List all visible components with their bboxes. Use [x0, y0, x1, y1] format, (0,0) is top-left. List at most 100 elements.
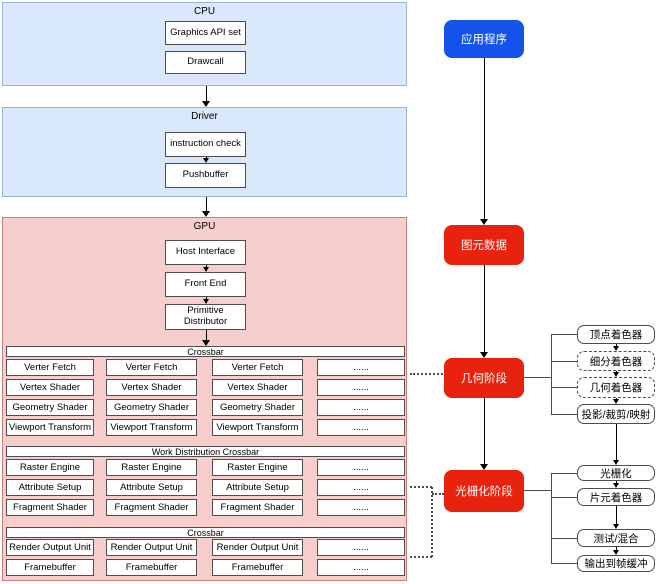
- ellipsis-cell: ......: [317, 559, 405, 576]
- sm-cell: Geometry Shader: [106, 399, 197, 416]
- arrow-primitive-geometry-head: [480, 352, 488, 358]
- output-framebuffer-step: 输出到帧缓冲: [577, 555, 655, 572]
- raster-tree-branch: [551, 538, 577, 539]
- ellipsis-cell: ......: [317, 379, 405, 396]
- dotted-link-raster-vert: [431, 487, 433, 557]
- host-interface-box: Host Interface: [165, 240, 246, 265]
- arrow-step-head: [612, 550, 619, 555]
- app-node: 应用程序: [444, 20, 524, 58]
- geometry-tree-branch: [551, 334, 577, 335]
- dotted-link-raster-top: [410, 486, 432, 488]
- ellipsis-cell: ......: [317, 499, 405, 516]
- front-end-box: Front End: [165, 272, 246, 297]
- arrow-geometry-raster-head: [480, 464, 488, 470]
- arrow-step-line: [616, 371, 617, 372]
- arrow-step-head: [612, 524, 619, 529]
- ellipsis-cell: ......: [317, 459, 405, 476]
- arrow-driver-gpu-head: [202, 211, 210, 217]
- sm-cell: Viewport Transform: [106, 419, 197, 436]
- dotted-link-raster-mid: [432, 493, 444, 495]
- arrow-step-line: [616, 547, 617, 550]
- graphics-api-set-box: Graphics API set: [165, 21, 246, 45]
- arrow-front-primitive-head: [202, 299, 209, 304]
- geometry-tree-trunk: [524, 377, 551, 378]
- sm-cell: Vertex Shader: [106, 379, 197, 396]
- sm-cell: Render Output Unit: [212, 539, 303, 556]
- drawcall-box: Drawcall: [165, 51, 246, 74]
- projection-clip-map-step: 投影/裁剪/映射: [577, 404, 655, 424]
- sm-cell: Framebuffer: [212, 559, 303, 576]
- arrow-cpu-driver-line: [206, 86, 207, 101]
- gpu-section-title: GPU: [193, 221, 216, 232]
- ellipsis-cell: ......: [317, 539, 405, 556]
- test-blend-step: 测试/混合: [577, 529, 655, 547]
- arrow-projection-raster-line: [616, 424, 617, 460]
- sm-cell: Fragment Shader: [212, 499, 303, 516]
- crossbar3-header: Crossbar: [6, 527, 405, 538]
- sm-cell: Vertex Shader: [212, 379, 303, 396]
- pushbuffer-box: Pushbuffer: [165, 163, 246, 188]
- geometry-tree-branch: [551, 414, 577, 415]
- sm-cell: Raster Engine: [6, 459, 94, 476]
- primitive-data-node: 图元数据: [444, 225, 524, 265]
- sm-cell: Fragment Shader: [106, 499, 197, 516]
- sm-cell: Raster Engine: [212, 459, 303, 476]
- arrow-projection-raster-head: [612, 460, 619, 465]
- ellipsis-cell: ......: [317, 399, 405, 416]
- sm-cell: Geometry Shader: [6, 399, 94, 416]
- crossbar2-header: Work Distribution Crossbar: [6, 446, 405, 457]
- sm-cell: Verter Fetch: [212, 359, 303, 376]
- geometry-stage-node: 几何阶段: [444, 358, 524, 398]
- sm-cell: Vertex Shader: [6, 379, 94, 396]
- rasterization-step: 光栅化: [577, 465, 655, 481]
- vertex-shader-step: 顶点着色器: [577, 325, 655, 344]
- sm-cell: Viewport Transform: [212, 419, 303, 436]
- arrow-driver-gpu-line: [206, 197, 207, 211]
- arrow-step-head: [612, 483, 619, 488]
- sm-cell: Attribute Setup: [212, 479, 303, 496]
- arrow-check-pushbuffer-head: [202, 158, 209, 163]
- crossbar1-header: Crossbar: [6, 346, 405, 357]
- sm-cell: Geometry Shader: [212, 399, 303, 416]
- raster-tree-branch: [551, 473, 577, 474]
- geometry-tree-branch: [551, 387, 577, 388]
- geometry-tree-spine: [551, 334, 552, 415]
- raster-stage-node: 光栅化阶段: [444, 470, 524, 512]
- sm-cell: Attribute Setup: [106, 479, 197, 496]
- arrow-step-line: [616, 344, 617, 346]
- dotted-link-geometry: [410, 373, 443, 375]
- arrow-primitive-geometry-line: [484, 265, 485, 352]
- dotted-link-raster-bottom: [410, 556, 432, 558]
- arrow-front-primitive-line: [206, 297, 207, 299]
- arrow-step-line: [616, 506, 617, 524]
- arrow-primitive-crossbar-line: [206, 330, 207, 341]
- ellipsis-cell: ......: [317, 359, 405, 376]
- sm-cell: Framebuffer: [6, 559, 94, 576]
- arrow-primitive-crossbar-head: [202, 340, 210, 346]
- arrow-step-line: [616, 398, 617, 399]
- arrow-host-front-line: [206, 265, 207, 267]
- primitive-distributor-box: Primitive Distributor: [165, 304, 246, 330]
- sm-cell: Verter Fetch: [106, 359, 197, 376]
- raster-tree-spine: [551, 473, 552, 564]
- sm-cell: Render Output Unit: [106, 539, 197, 556]
- arrow-step-head: [612, 372, 619, 377]
- sm-cell: Render Output Unit: [6, 539, 94, 556]
- sm-cell: Fragment Shader: [6, 499, 94, 516]
- cpu-section-title: CPU: [193, 6, 216, 17]
- fragment-shader-step: 片元着色器: [577, 488, 655, 506]
- sm-cell: Verter Fetch: [6, 359, 94, 376]
- raster-tree-branch: [551, 563, 577, 564]
- ellipsis-cell: ......: [317, 479, 405, 496]
- driver-section-title: Driver: [191, 111, 218, 122]
- tessellation-shader-step: 细分着色器: [577, 351, 655, 371]
- arrow-app-primitive-head: [480, 219, 488, 225]
- sm-cell: Attribute Setup: [6, 479, 94, 496]
- arrow-cpu-driver-head: [202, 101, 210, 107]
- geometry-shader-step: 几何着色器: [577, 377, 655, 398]
- sm-cell: Viewport Transform: [6, 419, 94, 436]
- arrow-app-primitive-line: [484, 58, 485, 219]
- geometry-tree-branch: [551, 361, 577, 362]
- arrow-host-front-head: [202, 267, 209, 272]
